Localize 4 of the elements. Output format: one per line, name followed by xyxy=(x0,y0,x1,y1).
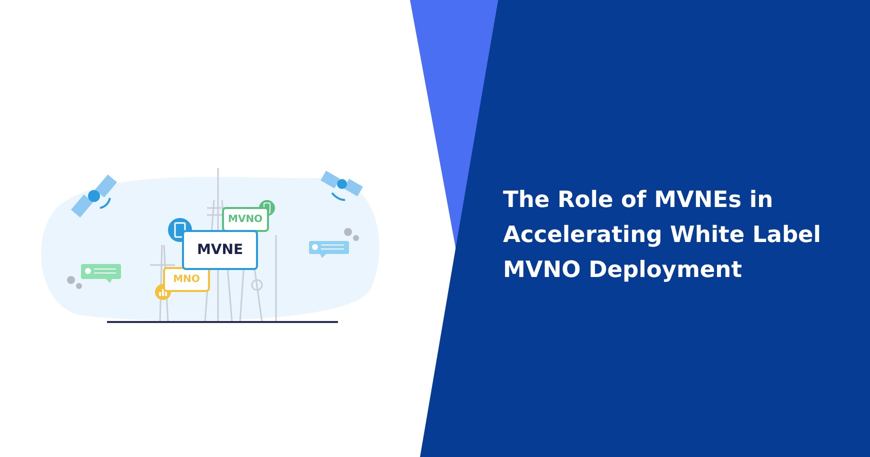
label-card: MNO xyxy=(163,267,210,292)
label-card: MVNE xyxy=(182,230,258,270)
title-heading: The Role of MVNEs in Accelerating White Label MVNO Deployment xyxy=(503,186,822,285)
label-card: MVNO xyxy=(222,207,269,232)
